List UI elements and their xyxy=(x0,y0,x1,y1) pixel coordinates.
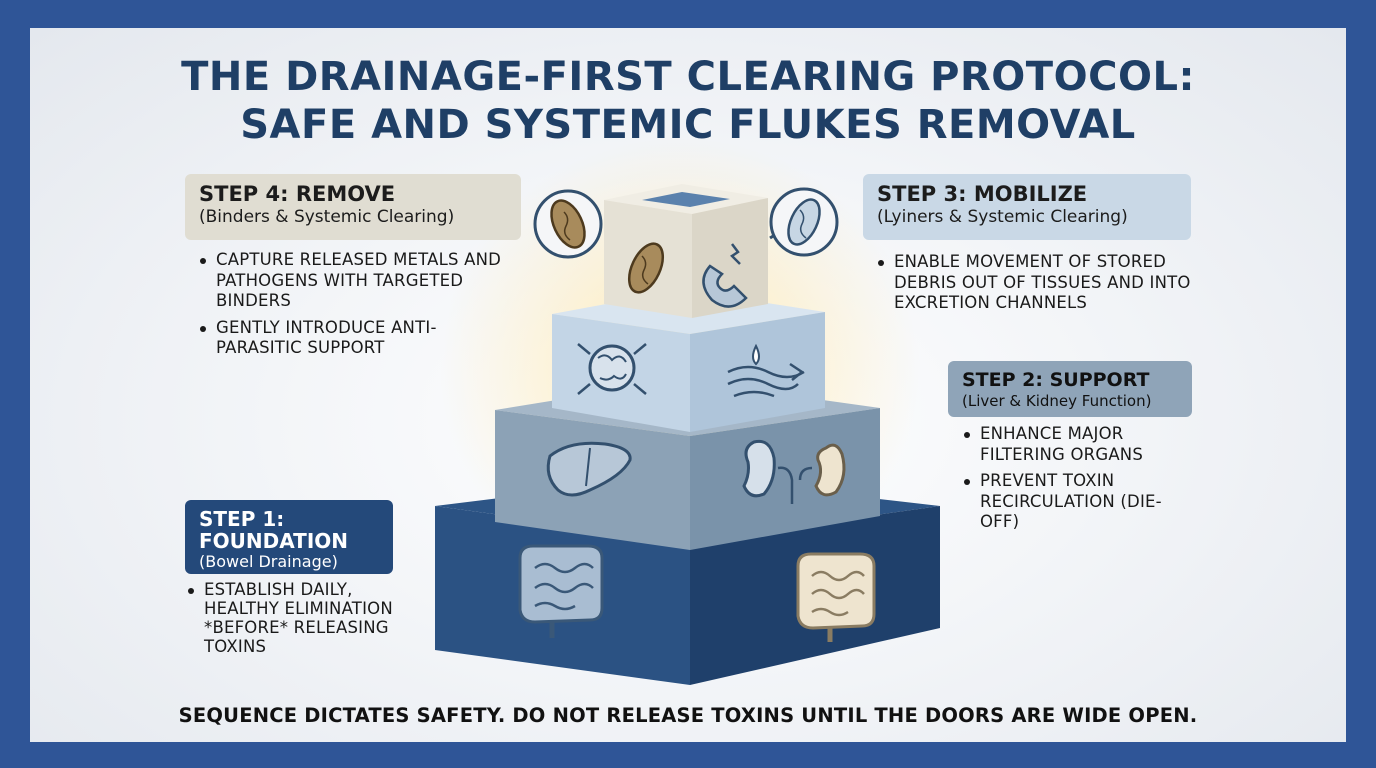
step-2-header: STEP 2: SUPPORT (Liver & Kidney Function… xyxy=(948,361,1192,417)
step-2-bullet-1: ENHANCE MAJOR FILTERING ORGANS xyxy=(960,424,1170,465)
fluke-bubble-right xyxy=(769,187,839,257)
step-4-bullet-1: CAPTURE RELEASED METALS AND PATHOGENS WI… xyxy=(196,250,506,312)
pyramid-tier-4 xyxy=(604,184,768,318)
step-1-bullets: ESTABLISH DAILY, HEALTHY ELIMINATION *BE… xyxy=(184,580,424,662)
fluid-flow-icon xyxy=(727,343,805,398)
infographic-frame: THE DRAINAGE-FIRST CLEARING PROTOCOL: SA… xyxy=(30,28,1346,742)
step-3-header: STEP 3: MOBILIZE (Lyiners & Systemic Cle… xyxy=(863,174,1191,240)
step-4-bullet-2: GENTLY INTRODUCE ANTI-PARASITIC SUPPORT xyxy=(196,318,506,359)
fluke-icon xyxy=(627,242,665,294)
step-3-bullets: ENABLE MOVEMENT OF STORED DEBRIS OUT OF … xyxy=(874,252,1194,320)
step-4-bullets: CAPTURE RELEASED METALS AND PATHOGENS WI… xyxy=(196,250,506,365)
step-4-header: STEP 4: REMOVE (Binders & Systemic Clear… xyxy=(185,174,521,240)
step-4-heading: STEP 4: REMOVE xyxy=(199,182,396,206)
step-1-header: STEP 1: FOUNDATION (Bowel Drainage) xyxy=(185,500,393,574)
step-1-heading: STEP 1: FOUNDATION xyxy=(199,507,348,553)
pyramid-diagram xyxy=(435,138,940,685)
step-3-bullet-1: ENABLE MOVEMENT OF STORED DEBRIS OUT OF … xyxy=(874,252,1194,314)
fluke-bubble-left xyxy=(533,189,603,259)
step-2-bullet-2: PREVENT TOXIN RECIRCULATION (DIE-OFF) xyxy=(960,471,1170,533)
liver-icon xyxy=(546,441,632,497)
magnet-icon xyxy=(702,243,748,308)
pyramid-tier-2 xyxy=(495,380,880,550)
step-2-bullets: ENHANCE MAJOR FILTERING ORGANS PREVENT T… xyxy=(960,424,1170,539)
title-line-1: THE DRAINAGE-FIRST CLEARING PROTOCOL: xyxy=(181,54,1195,100)
fluke-icon xyxy=(787,198,821,246)
intestines-icon xyxy=(518,544,604,638)
intestines-icon xyxy=(796,552,876,642)
step-1-bullet-1: ESTABLISH DAILY, HEALTHY ELIMINATION *BE… xyxy=(184,580,424,656)
kidneys-icon xyxy=(742,439,846,504)
step-1-subtitle: (Bowel Drainage) xyxy=(199,552,338,571)
step-3-heading: STEP 3: MOBILIZE xyxy=(877,182,1088,206)
step-2-subtitle: (Liver & Kidney Function) xyxy=(962,392,1152,410)
step-2-heading: STEP 2: SUPPORT xyxy=(962,369,1150,391)
step-3-subtitle: (Lyiners & Systemic Clearing) xyxy=(877,207,1128,227)
lymph-node-icon xyxy=(577,343,647,395)
fluke-icon xyxy=(550,199,586,249)
step-4-subtitle: (Binders & Systemic Clearing) xyxy=(199,207,455,227)
pyramid-tier-3 xyxy=(552,290,825,432)
footer-warning: SEQUENCE DICTATES SAFETY. DO NOT RELEASE… xyxy=(178,704,1198,727)
